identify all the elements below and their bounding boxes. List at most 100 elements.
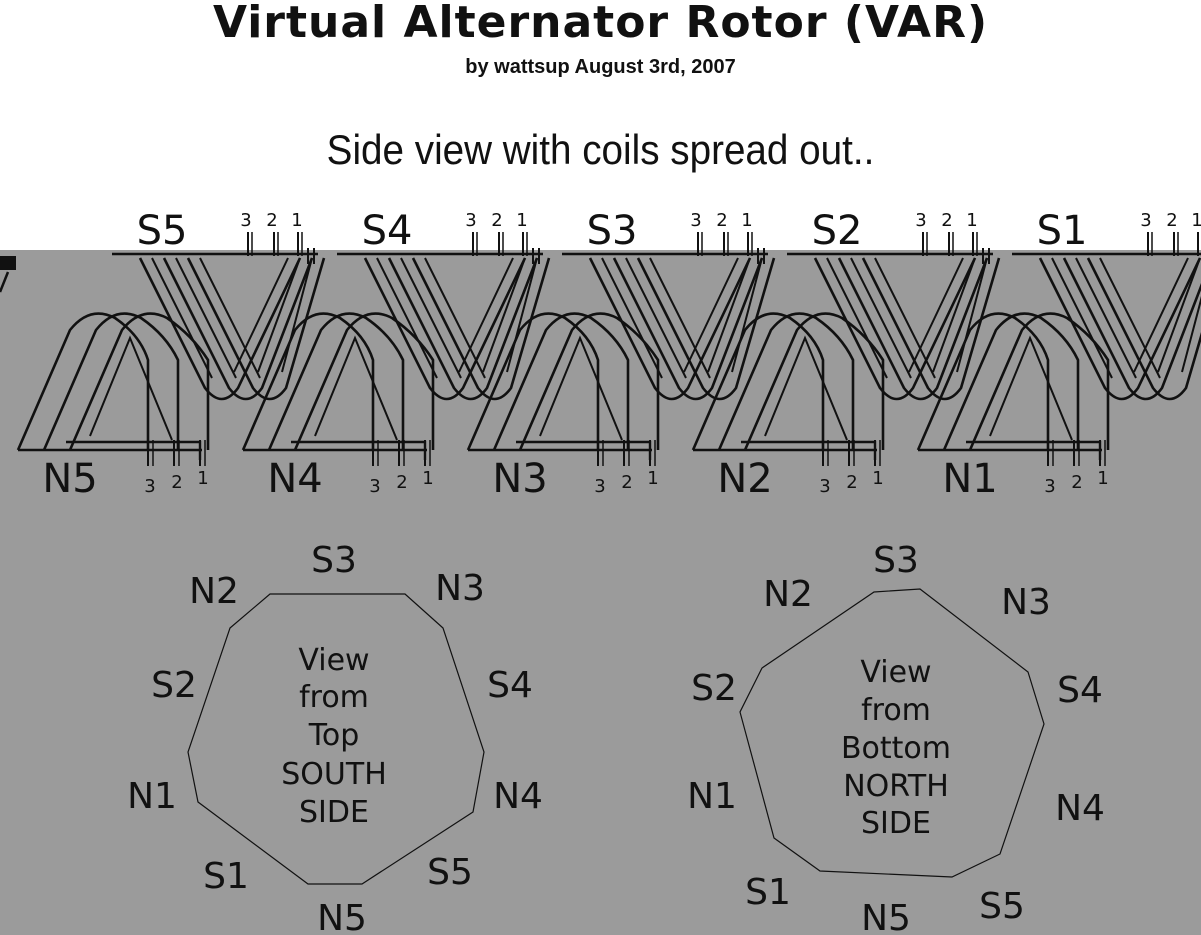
- bottom-view: View from Bottom NORTH SIDE S3 N3 S4 N4 …: [687, 540, 1105, 935]
- south-phase-label: 3: [915, 210, 926, 231]
- south-coil-label: S1: [1037, 208, 1088, 254]
- north-coil-inner: [314, 335, 398, 441]
- top-pole-n3: N3: [435, 568, 485, 609]
- north-phase-label: 1: [422, 468, 433, 489]
- north-phase-label: 1: [872, 468, 883, 489]
- south-coil-turn: [612, 257, 764, 401]
- north-phase-label: 1: [647, 468, 658, 489]
- south-phase-label: 3: [690, 210, 701, 231]
- south-coil-label: S4: [362, 208, 413, 254]
- north-coil-turn: [42, 312, 180, 451]
- south-coil-turn: [861, 257, 1001, 401]
- top-caption-line-3: Top: [308, 718, 360, 753]
- south-phase-label: 3: [1140, 210, 1151, 231]
- south-coil-inner: [1051, 257, 1189, 379]
- south-coil-inner: [400, 257, 526, 379]
- south-coil-inner: [1075, 257, 1201, 379]
- south-coil-turn: [186, 257, 326, 401]
- south-phase-label: 2: [266, 210, 277, 231]
- bottom-view-outline: [739, 588, 1045, 878]
- north-phase-label: 2: [171, 472, 182, 493]
- north-phase-label: 2: [1071, 472, 1082, 493]
- south-coil-inner: [175, 257, 301, 379]
- south-coil-inner: [424, 257, 538, 379]
- north-phase-label: 3: [594, 476, 605, 497]
- north-coil-inner: [989, 335, 1073, 441]
- south-phase-label: 1: [1191, 210, 1201, 231]
- south-coil-turn: [162, 257, 314, 401]
- top-caption-line-4: SOUTH: [281, 757, 387, 792]
- top-pole-n5: N5: [317, 898, 367, 935]
- north-coil-turn: [717, 312, 855, 451]
- diagram-panel: [0, 250, 1201, 935]
- north-coil-turn: [293, 312, 435, 451]
- top-pole-s5: S5: [427, 852, 473, 893]
- bottom-pole-s3: S3: [873, 540, 919, 581]
- south-coil-inner: [601, 257, 739, 379]
- north-coil-label: N1: [942, 456, 997, 502]
- south-coil-inner: [874, 257, 988, 379]
- north-coil-label: N3: [492, 456, 547, 502]
- north-coil-turn: [466, 312, 600, 451]
- north-coil-label: N4: [267, 456, 322, 502]
- edge-mark: [0, 256, 16, 270]
- north-coil-label: N5: [42, 456, 97, 502]
- top-caption-line-1: View: [298, 643, 369, 678]
- south-coil-label: S2: [812, 208, 863, 254]
- north-coil-label: N2: [717, 456, 772, 502]
- bottom-pole-s1: S1: [745, 872, 791, 913]
- north-coil-inner: [764, 335, 848, 441]
- north-coil-turn: [241, 312, 375, 451]
- north-phase-label: 2: [846, 472, 857, 493]
- north-phase-label: 2: [396, 472, 407, 493]
- south-coil-turn: [1086, 257, 1201, 401]
- north-coil-turn: [518, 312, 660, 451]
- top-view-outline: [187, 593, 485, 885]
- side-view-coils: [0, 232, 1201, 466]
- north-coil-turn: [492, 312, 630, 451]
- bottom-caption-line-3: Bottom: [841, 731, 951, 766]
- north-coil-turn: [968, 312, 1110, 451]
- south-coil-inner: [151, 257, 289, 379]
- bottom-pole-n1: N1: [687, 776, 737, 817]
- south-coil-inner: [1099, 257, 1201, 379]
- north-phase-label: 3: [144, 476, 155, 497]
- diagram-subtitle: by wattsup August 3rd, 2007: [465, 56, 736, 78]
- south-coil-turn: [837, 257, 989, 401]
- north-phase-label: 3: [369, 476, 380, 497]
- bottom-caption-line-5: SIDE: [861, 806, 931, 841]
- south-phase-label: 1: [966, 210, 977, 231]
- north-phase-label: 1: [1097, 468, 1108, 489]
- top-pole-s4: S4: [487, 665, 533, 706]
- north-coil-inner: [539, 335, 623, 441]
- bottom-pole-s4: S4: [1057, 670, 1103, 711]
- top-caption-line-5: SIDE: [299, 795, 369, 830]
- top-pole-n4: N4: [493, 776, 543, 817]
- south-coil-turn: [387, 257, 539, 401]
- north-coil-inner: [89, 335, 173, 441]
- top-pole-s1: S1: [203, 856, 249, 897]
- south-coil-turn: [813, 257, 977, 401]
- north-phase-label: 3: [819, 476, 830, 497]
- south-phase-label: 2: [1166, 210, 1177, 231]
- south-coil-turn: [1038, 257, 1201, 401]
- south-coil-inner: [850, 257, 976, 379]
- north-coil-turn: [942, 312, 1080, 451]
- south-coil-label: S3: [587, 208, 638, 254]
- south-phase-label: 2: [941, 210, 952, 231]
- top-pole-n1: N1: [127, 776, 177, 817]
- south-coil-turn: [636, 257, 776, 401]
- bottom-pole-s2: S2: [691, 668, 737, 709]
- south-phase-label: 2: [491, 210, 502, 231]
- south-coil-label: S5: [137, 208, 188, 254]
- south-phase-label: 3: [240, 210, 251, 231]
- south-phase-label: 2: [716, 210, 727, 231]
- north-coil-turn: [916, 312, 1050, 451]
- bottom-pole-s5: S5: [979, 886, 1025, 927]
- bottom-pole-n5: N5: [861, 898, 911, 935]
- south-coil-inner: [376, 257, 514, 379]
- north-coil-turn: [68, 312, 210, 451]
- south-coil-inner: [199, 257, 313, 379]
